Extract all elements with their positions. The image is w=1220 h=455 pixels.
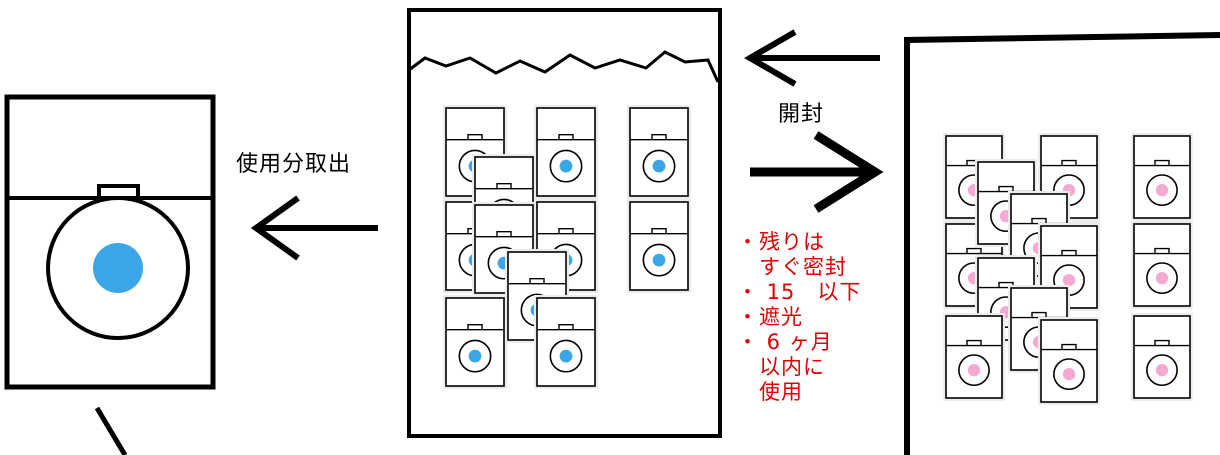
arrow-right-icon — [750, 131, 884, 213]
note-line: すぐ密封 — [737, 255, 847, 279]
note-line: ・遮光 — [737, 305, 803, 329]
take-out-label: 使用分取出 — [236, 152, 352, 177]
note-line: ・ 15 以下 — [737, 280, 862, 304]
indicator-card — [1131, 133, 1193, 221]
indicator-card-large — [4, 94, 216, 390]
indicator-card — [943, 313, 1005, 401]
note-line: ・残りは — [737, 230, 825, 254]
open-label: 開封 — [778, 102, 825, 127]
indicator-cards-used — [943, 133, 1193, 405]
storage-notes: ・残りは すぐ密封 ・ 15 以下 ・遮光 ・ 6 ヶ月 以内に 使用 — [737, 230, 861, 405]
indicator-card — [534, 105, 598, 199]
indicator-card — [1131, 313, 1193, 401]
indicator-dot — [93, 243, 143, 293]
note-line: ・ 6 ヶ月 — [737, 330, 833, 354]
pointer-line — [94, 406, 128, 455]
arrow-left-icon — [250, 195, 378, 261]
indicator-card — [627, 105, 691, 199]
sealed-bag — [904, 32, 1220, 455]
arrow-left-icon — [744, 29, 880, 87]
indicator-card — [443, 295, 507, 389]
indicator-cards-unopened — [443, 105, 691, 389]
note-line: 以内に — [737, 355, 825, 379]
indicator-card — [1131, 221, 1193, 309]
indicator-card — [534, 295, 598, 389]
indicator-card — [1038, 317, 1100, 405]
indicator-card — [627, 199, 691, 293]
note-line: 使用 — [737, 380, 803, 404]
